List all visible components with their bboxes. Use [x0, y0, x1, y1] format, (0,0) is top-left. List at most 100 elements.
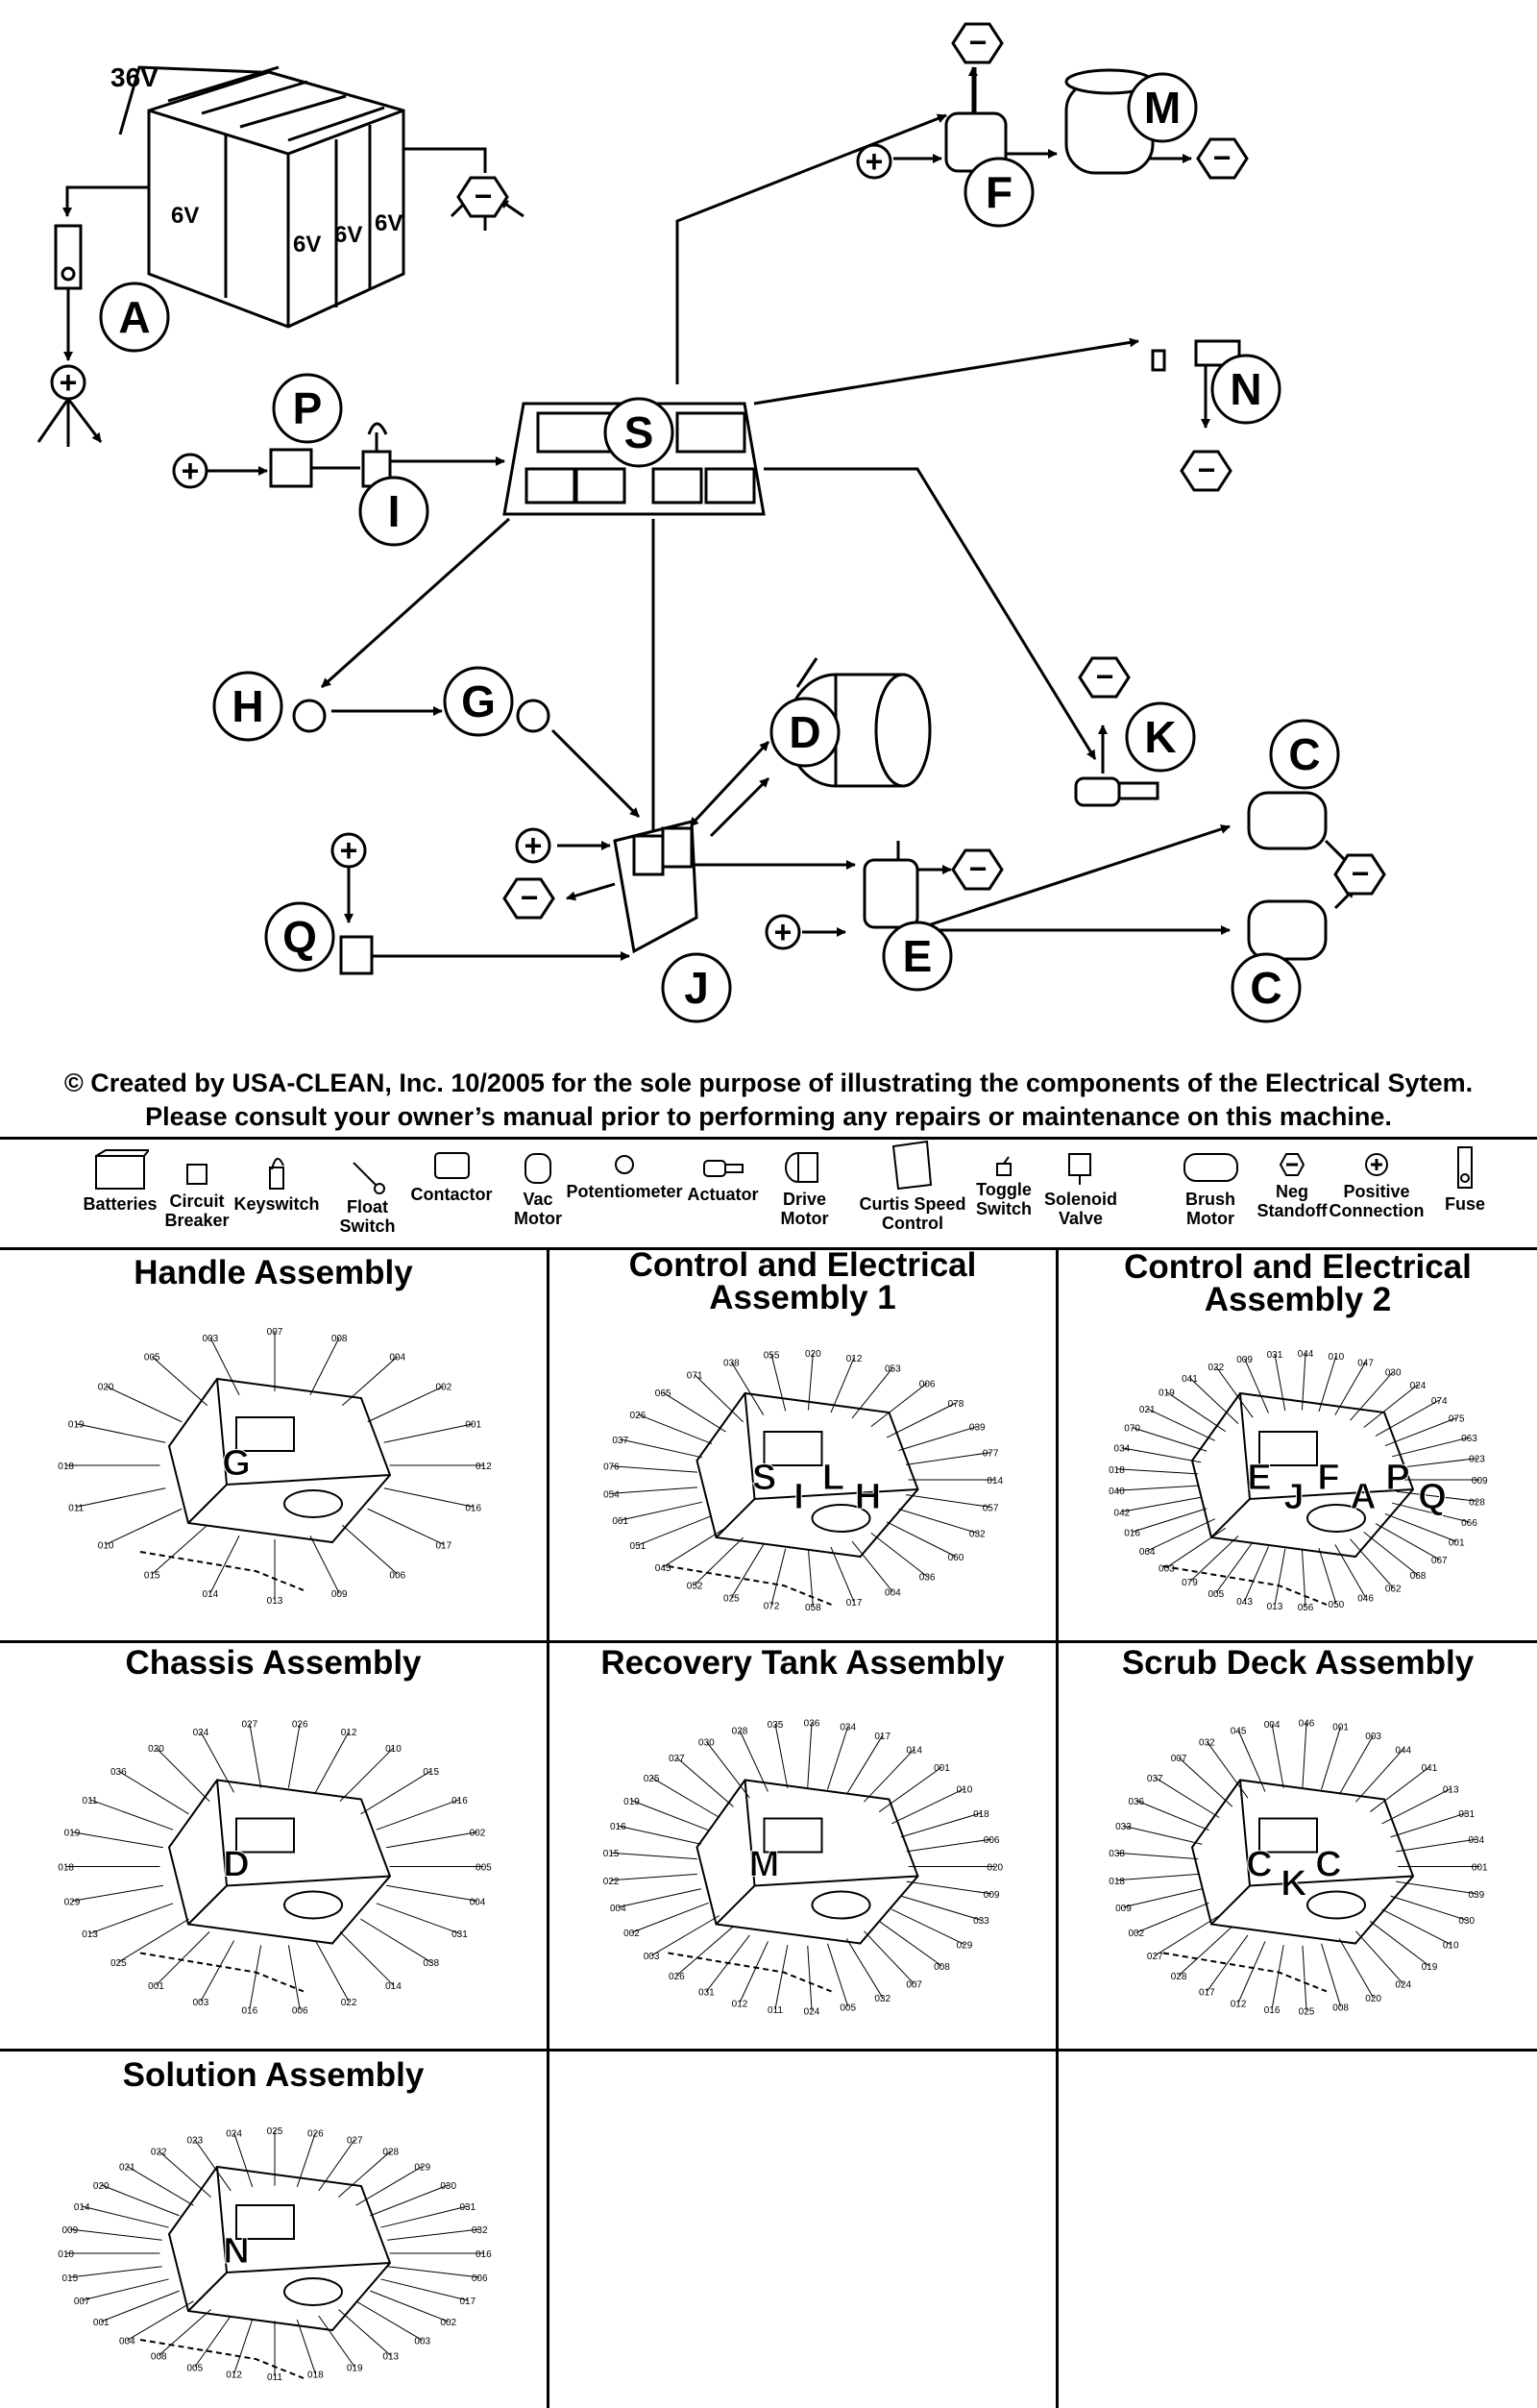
- svg-text:Q: Q: [282, 912, 317, 962]
- component-label-Q: Q: [264, 901, 335, 972]
- part-number: 033: [973, 1916, 989, 1927]
- empty-panel: [1059, 2052, 1537, 2408]
- part-number: 012: [1231, 1999, 1247, 2009]
- part-number: 020: [805, 1349, 821, 1360]
- part-number: 010: [957, 1784, 973, 1795]
- part-number: 032: [874, 1994, 890, 2004]
- part-number: 003: [1159, 1563, 1175, 1574]
- positive-connection-icon: +: [515, 827, 551, 864]
- assembly-drawing: 0050040310380140220060160030010250130290…: [58, 1720, 492, 2017]
- wiring-diagram: 36V 6V 6V 6V 6V: [37, 22, 1386, 1023]
- part-number: 019: [347, 2363, 363, 2373]
- keyswitch-icon: [361, 422, 392, 488]
- part-number: 028: [732, 1727, 748, 1737]
- part-number: 041: [1182, 1374, 1198, 1385]
- part-number: 016: [610, 1822, 626, 1832]
- part-number: 012: [476, 1462, 492, 1472]
- part-number: 027: [669, 1754, 685, 1764]
- legend-item-vac-motor: Vac Motor: [504, 1148, 572, 1228]
- part-number: 020: [93, 2181, 110, 2192]
- assembly-title: Scrub Deck Assembly: [1121, 1644, 1475, 1682]
- part-number: 021: [1139, 1405, 1156, 1415]
- legend-item-toggle-switch: Toggle Switch: [965, 1156, 1042, 1218]
- legend-label: Positive Connection: [1329, 1182, 1425, 1220]
- part-number: 029: [957, 1941, 973, 1952]
- part-number: 024: [1395, 1980, 1411, 1991]
- actuator-icon: [702, 1160, 744, 1177]
- positive-connection-icon: +: [765, 914, 801, 950]
- assembly-drawing: 0200090330290080070320050240110120310260…: [603, 1719, 1004, 2018]
- svg-text:J: J: [684, 963, 709, 1013]
- svg-text:C: C: [1288, 729, 1320, 779]
- part-number: 015: [144, 1570, 160, 1581]
- component-label-E: E: [882, 921, 953, 992]
- part-number: 009: [1115, 1904, 1132, 1914]
- assembly-marker: K: [1281, 1864, 1307, 1904]
- part-number: 001: [465, 1420, 481, 1431]
- part-number: 018: [58, 1462, 74, 1472]
- legend-label: Fuse: [1444, 1194, 1485, 1214]
- part-number: 013: [82, 1929, 98, 1940]
- part-number: 062: [1385, 1584, 1402, 1594]
- part-number: 010: [385, 1744, 402, 1755]
- part-number: 045: [1231, 1727, 1247, 1737]
- part-number: 013: [1267, 1602, 1283, 1612]
- part-number: 013: [1443, 1784, 1459, 1795]
- part-number: 079: [1182, 1578, 1198, 1588]
- battery-pack: 6V 6V 6V 6V: [147, 65, 405, 329]
- part-number: 025: [110, 1958, 127, 1969]
- legend-label: Keyswitch: [233, 1194, 320, 1214]
- part-number: 005: [186, 2363, 203, 2373]
- part-number: 006: [292, 2005, 308, 2016]
- part-number: 050: [1329, 1600, 1345, 1610]
- part-number: 016: [1264, 2005, 1281, 2016]
- part-number: 058: [805, 1603, 821, 1613]
- part-number: 017: [459, 2297, 476, 2307]
- part-number: 002: [470, 1829, 486, 1839]
- vac-motor-icon: [525, 1153, 551, 1184]
- part-number: 022: [341, 1998, 357, 2008]
- copyright-line-1: © Created by USA-CLEAN, Inc. 10/2005 for…: [63, 1069, 1474, 1097]
- assembly-marker: C: [1246, 1845, 1272, 1885]
- component-label-I: I: [358, 476, 429, 547]
- part-number: 014: [202, 1589, 218, 1600]
- part-number: 004: [119, 2337, 135, 2347]
- part-number: 014: [906, 1745, 922, 1756]
- legend-label: Actuator: [687, 1185, 759, 1204]
- component-label-P: P: [272, 373, 343, 444]
- part-number: 030: [440, 2181, 456, 2192]
- part-number: 026: [630, 1411, 647, 1421]
- part-number: 042: [1114, 1508, 1131, 1518]
- part-number: 018: [58, 1863, 74, 1874]
- assembly-marker: D: [223, 1845, 249, 1885]
- component-label-G: G: [443, 666, 514, 737]
- svg-text:−: −: [521, 880, 539, 915]
- part-number: 025: [1299, 2006, 1315, 2017]
- part-number: 038: [1109, 1849, 1125, 1859]
- keyswitch-icon: [269, 1158, 284, 1190]
- assembly-drawing: 0120160170060090130140150100110180190200…: [58, 1327, 492, 1607]
- neg-standoff-icon: −: [1333, 853, 1386, 896]
- legend-item-curtis-speed-control: Curtis Speed Control: [850, 1139, 975, 1233]
- svg-text:E: E: [903, 931, 933, 981]
- part-number: 016: [476, 2249, 492, 2260]
- part-number: 008: [1332, 2003, 1349, 2013]
- part-number: 074: [1431, 1396, 1448, 1407]
- assembly-marker: G: [222, 1443, 251, 1484]
- part-number: 023: [1469, 1455, 1485, 1465]
- part-number: 028: [1171, 1972, 1187, 1982]
- neg-standoff-icon: [1279, 1153, 1305, 1176]
- copyright-line-2: Please consult your owner’s manual prior…: [145, 1102, 1392, 1131]
- part-number: 018: [307, 2371, 324, 2381]
- part-number: 016: [465, 1503, 481, 1513]
- part-number: 046: [1357, 1593, 1374, 1604]
- part-number: 015: [603, 1849, 620, 1859]
- neg-standoff-icon: −: [951, 22, 1004, 64]
- part-number: 006: [919, 1379, 936, 1389]
- assembly-drawing: 0010390300100190240200080250160120170280…: [1109, 1719, 1488, 2018]
- part-number: 030: [1458, 1916, 1475, 1927]
- svg-text:+: +: [525, 828, 543, 863]
- svg-text:K: K: [1144, 712, 1176, 762]
- svg-text:F: F: [986, 167, 1012, 217]
